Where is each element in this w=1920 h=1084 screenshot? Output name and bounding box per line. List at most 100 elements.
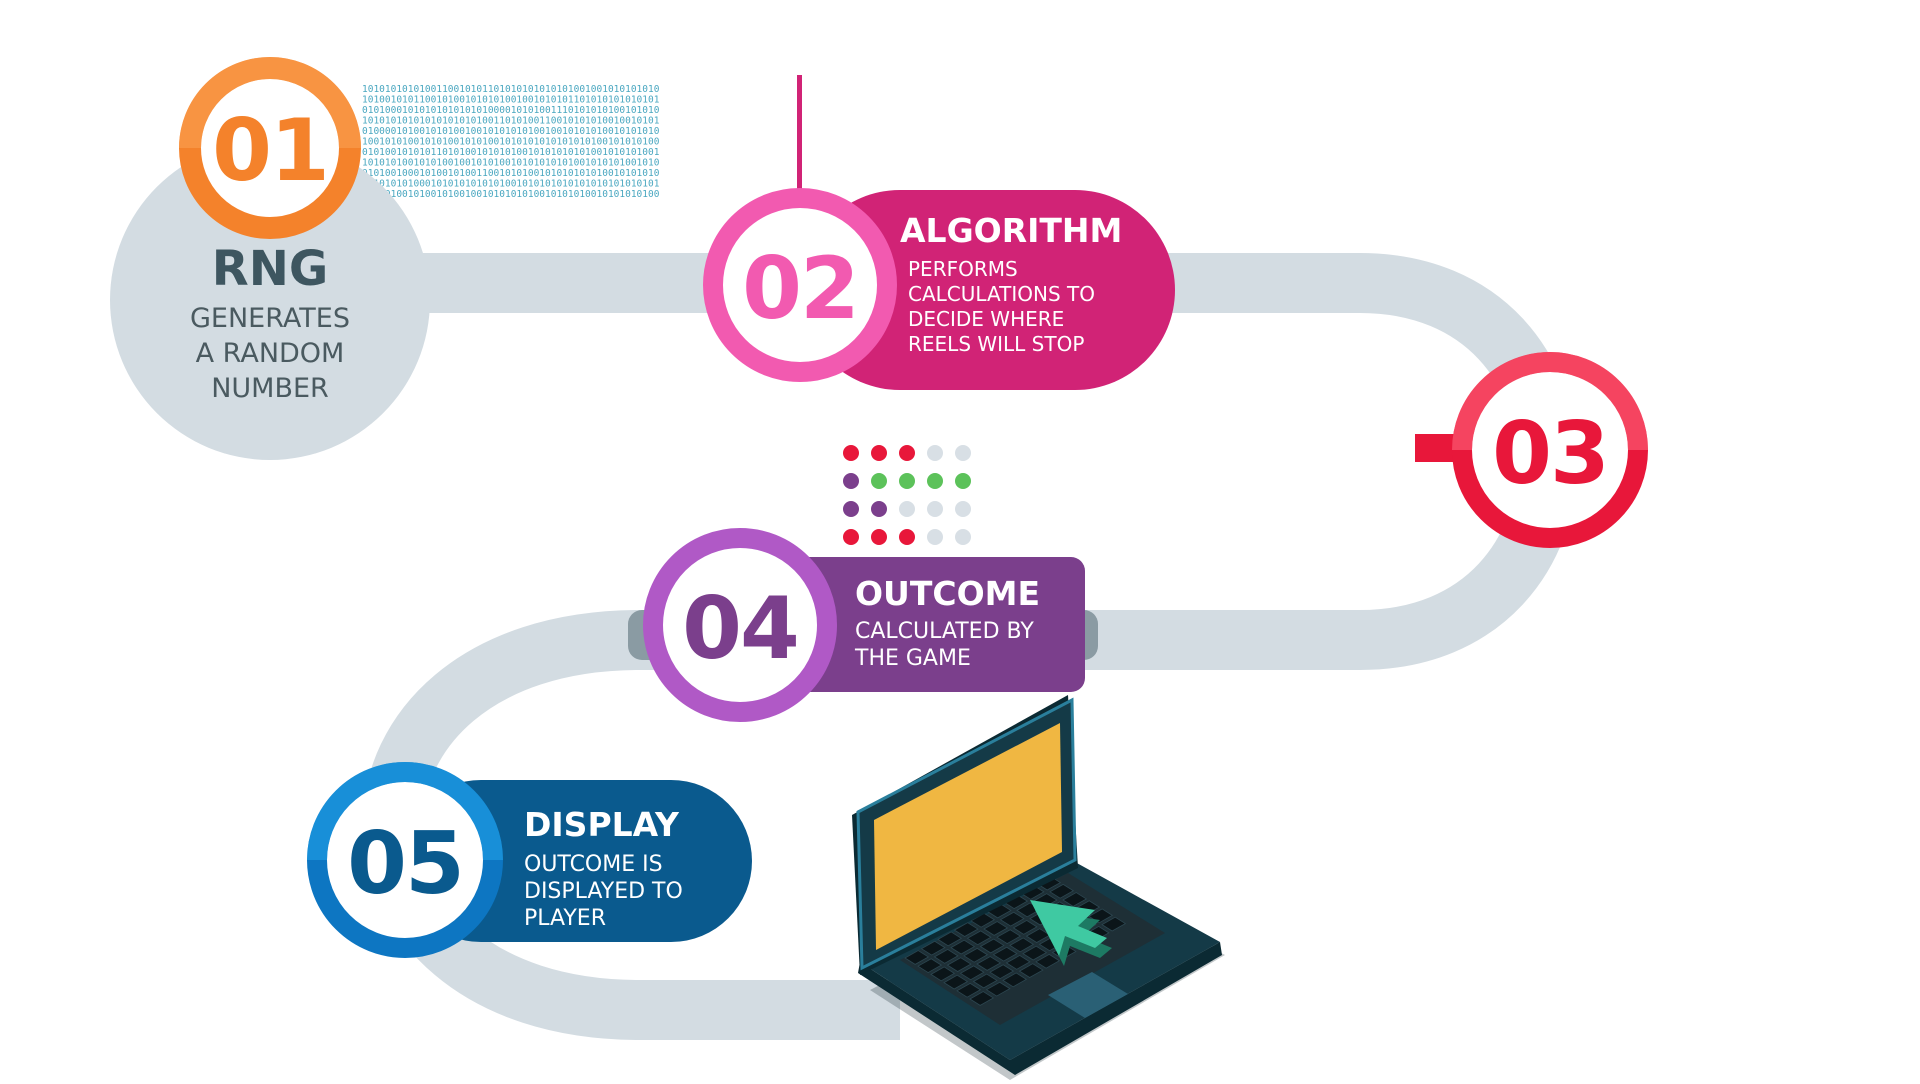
matrix-dot xyxy=(871,473,887,489)
step-03-ring-highlight xyxy=(1452,352,1648,451)
step-04: 04 OUTCOME CALCULATED BY THE GAME xyxy=(628,528,1098,722)
laptop-key xyxy=(979,938,1005,954)
matrix-dot xyxy=(899,445,915,461)
laptop-key xyxy=(953,922,979,937)
step-01-desc-line-2: A RANDOM xyxy=(196,338,345,369)
matrix-dot xyxy=(955,529,971,545)
step-02-desc-line-2: CALCULATIONS TO xyxy=(908,282,1095,306)
step-02: 02 ALGORITHM PERFORMS CALCULATIONS TO DE… xyxy=(703,188,1175,390)
laptop-key xyxy=(1005,954,1031,970)
step-01-title: RNG xyxy=(212,241,329,297)
laptop-lid-rim xyxy=(856,697,1077,971)
binary-row: 1010101010100110010101101010101010101001… xyxy=(362,84,660,95)
step-02-title: ALGORITHM xyxy=(900,211,1122,250)
laptop-key xyxy=(996,929,1022,945)
step-04-title: OUTCOME xyxy=(855,574,1040,613)
laptop-key xyxy=(1062,892,1088,907)
binary-row: 0101001010101101010010101010010101010101… xyxy=(362,147,660,158)
laptop-key xyxy=(966,930,992,946)
step-05-desc-line-2: DISPLAYED TO xyxy=(524,879,683,904)
step-02-pill xyxy=(800,190,1175,390)
step-01: 01 RNG GENERATES A RANDOM NUMBER xyxy=(110,57,430,460)
laptop-key xyxy=(904,950,930,965)
laptop-key xyxy=(943,974,969,990)
binary-code-graphic: 1010101010100110010101101010101010101001… xyxy=(362,84,660,200)
cursor-icon xyxy=(1030,900,1112,966)
step-02-desc-line-3: DECIDE WHERE xyxy=(908,307,1064,331)
laptop-screen xyxy=(874,723,1062,950)
matrix-dot xyxy=(899,501,915,517)
step-03: 03 xyxy=(1415,352,1648,548)
laptop-key xyxy=(983,921,1009,936)
binary-row: 1010010101100101001010101001001010101101… xyxy=(362,95,660,106)
laptop-icon xyxy=(852,695,1225,1080)
binary-row: 1010101010101010101010011010100110010101… xyxy=(362,116,660,127)
matrix-dot xyxy=(843,529,859,545)
laptop-key xyxy=(1002,972,1028,988)
step-05: 05 DISPLAY OUTCOME IS DISPLAYED TO PLAYE… xyxy=(307,762,752,958)
step-05-desc-line-1: OUTCOME IS xyxy=(524,852,663,877)
step-05-desc-line-3: PLAYER xyxy=(524,906,606,931)
step-01-desc-line-3: NUMBER xyxy=(211,373,329,404)
matrix-dot xyxy=(899,529,915,545)
step-01-desc-line-1: GENERATES xyxy=(190,303,350,334)
matrix-dot xyxy=(871,501,887,517)
binary-row: 1010101010001010101010101001010101010101… xyxy=(362,179,660,190)
binary-row: 0101001000101001010011001010100101010101… xyxy=(362,168,660,179)
laptop-key xyxy=(999,911,1025,927)
matrix-dot xyxy=(955,473,971,489)
step-03-number: 03 xyxy=(1492,404,1608,504)
laptop-key xyxy=(1049,883,1075,899)
cursor-icon-body xyxy=(1030,900,1107,956)
binary-row: 1001010100101010010101001010101010101010… xyxy=(362,137,660,148)
step-01-number: 01 xyxy=(212,101,328,201)
binary-row: 0101000101010101010101000010101001110101… xyxy=(362,105,660,116)
step-04-ring xyxy=(643,528,837,722)
matrix-dot xyxy=(927,473,943,489)
matrix-dot xyxy=(955,445,971,461)
matrix-dot xyxy=(871,529,887,545)
step-05-title: DISPLAY xyxy=(524,805,680,844)
laptop-key xyxy=(1009,937,1035,953)
laptop-key xyxy=(933,948,959,964)
step-01-backdrop xyxy=(110,140,430,460)
laptop-key xyxy=(1035,953,1061,969)
laptop-touchpad xyxy=(1048,972,1128,1018)
matrix-dot xyxy=(843,501,859,517)
step-04-number: 04 xyxy=(682,579,798,679)
step-02-desc-line-1: PERFORMS xyxy=(908,257,1018,281)
binary-row: 0101010010100101001001010101010010101010… xyxy=(362,189,660,200)
laptop-key xyxy=(1018,963,1044,978)
matrix-dot xyxy=(927,501,943,517)
matrix-dot xyxy=(899,473,915,489)
matrix-dot xyxy=(843,445,859,461)
laptop-key xyxy=(917,958,943,974)
matrix-dot xyxy=(871,445,887,461)
step-04-desc-line-1: CALCULATED BY xyxy=(855,619,1034,644)
laptop-key xyxy=(946,957,972,972)
laptop-key xyxy=(976,956,1002,971)
laptop-key xyxy=(956,982,982,998)
laptop-key xyxy=(963,947,989,963)
connector-line xyxy=(797,75,802,190)
laptop-key xyxy=(985,981,1011,997)
matrix-dot xyxy=(955,501,971,517)
laptop-key xyxy=(937,931,963,947)
laptop-key xyxy=(1101,916,1127,932)
step-01-ring-highlight xyxy=(179,57,361,149)
laptop-key xyxy=(972,973,998,989)
binary-row: 1010101001010100100101010010101010101001… xyxy=(362,158,660,169)
laptop-base-edge xyxy=(858,942,1222,1075)
matrix-dot xyxy=(843,473,859,489)
laptop-key xyxy=(959,965,985,981)
laptop-key xyxy=(1022,945,1048,961)
laptop-key xyxy=(1012,919,1038,935)
binary-row: 0100001010010101001001010101010010010101… xyxy=(362,126,660,137)
matrix-dot xyxy=(927,529,943,545)
step-04-desc-line-2: THE GAME xyxy=(854,646,971,671)
step-02-number: 02 xyxy=(742,239,858,339)
step-02-ring xyxy=(703,188,897,382)
laptop-key xyxy=(989,964,1015,980)
